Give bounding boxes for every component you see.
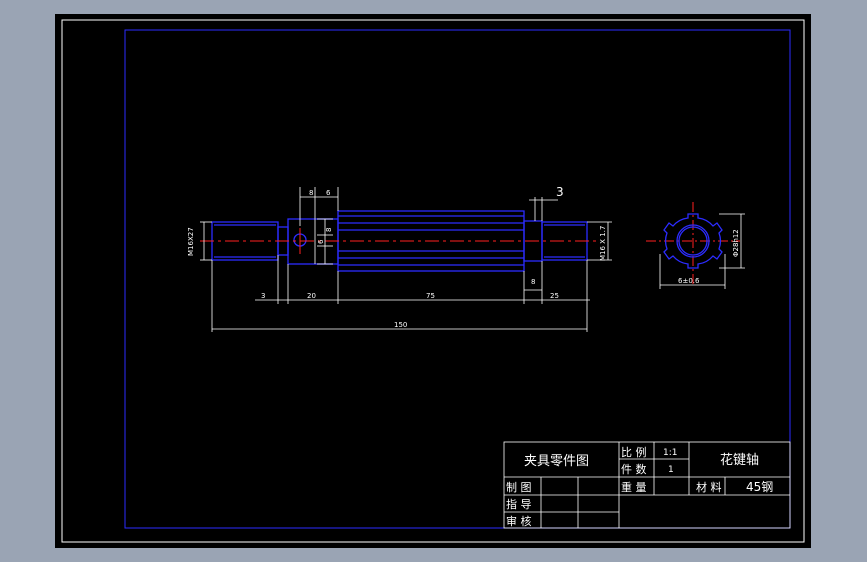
dim-section-dia: Φ28h12	[732, 229, 740, 257]
dim-3-bottom: 3	[261, 292, 265, 300]
weight-label: 重 量	[621, 480, 647, 494]
title-block[interactable]	[503, 441, 791, 529]
scale-value: 1:1	[663, 448, 677, 458]
scale-label: 比 例	[621, 445, 647, 459]
dim-20: 20	[307, 292, 316, 300]
inner-border	[124, 29, 791, 529]
dimension-texts: M16X27 M16 X 1.7 8 6 3 6 8 3 20 75 8 25 …	[187, 185, 607, 329]
material-label: 材 料	[696, 480, 722, 494]
dim-150: 150	[394, 321, 407, 329]
section-bore	[676, 224, 710, 258]
dim-25: 25	[550, 292, 559, 300]
spline-section-view[interactable]: Φ28h12 6±0.6	[646, 202, 745, 289]
part-name: 花键轴	[720, 452, 759, 468]
material-value: 45钢	[746, 480, 773, 494]
drawing-name: 夹具零件图	[524, 454, 589, 469]
dim-thread-left: M16X27	[187, 227, 195, 256]
dim-thread-right: M16 X 1.7	[599, 226, 607, 261]
qty-label: 件 数	[621, 463, 647, 476]
cad-viewport[interactable]: M16X27 M16 X 1.7 8 6 3 6 8 3 20 75 8 25 …	[55, 14, 811, 548]
dim-8-top: 8	[309, 189, 313, 197]
dim-75: 75	[426, 292, 435, 300]
dim-6-top: 6	[326, 189, 331, 197]
drawn-label: 制 图	[506, 481, 532, 494]
outer-frame	[61, 19, 805, 543]
spline-section-outline	[663, 213, 723, 269]
dim-section-width: 6±0.6	[678, 277, 700, 285]
guide-label: 指 导	[506, 497, 532, 511]
dim-6-vert: 6	[317, 239, 325, 244]
dimension-lines	[200, 187, 612, 332]
cad-drawing: M16X27 M16 X 1.7 8 6 3 6 8 3 20 75 8 25 …	[61, 19, 805, 543]
dim-8-bottom: 8	[531, 278, 535, 286]
dim-3-top: 3	[556, 185, 564, 199]
qty-value: 1	[668, 465, 674, 475]
dim-8-vert: 8	[325, 228, 333, 232]
review-label: 审 核	[506, 514, 532, 528]
title-block-text: 夹具零件图 比 例 1:1 件 数 1 花键轴 制 图 重 量 材 料 45钢 …	[506, 445, 773, 528]
